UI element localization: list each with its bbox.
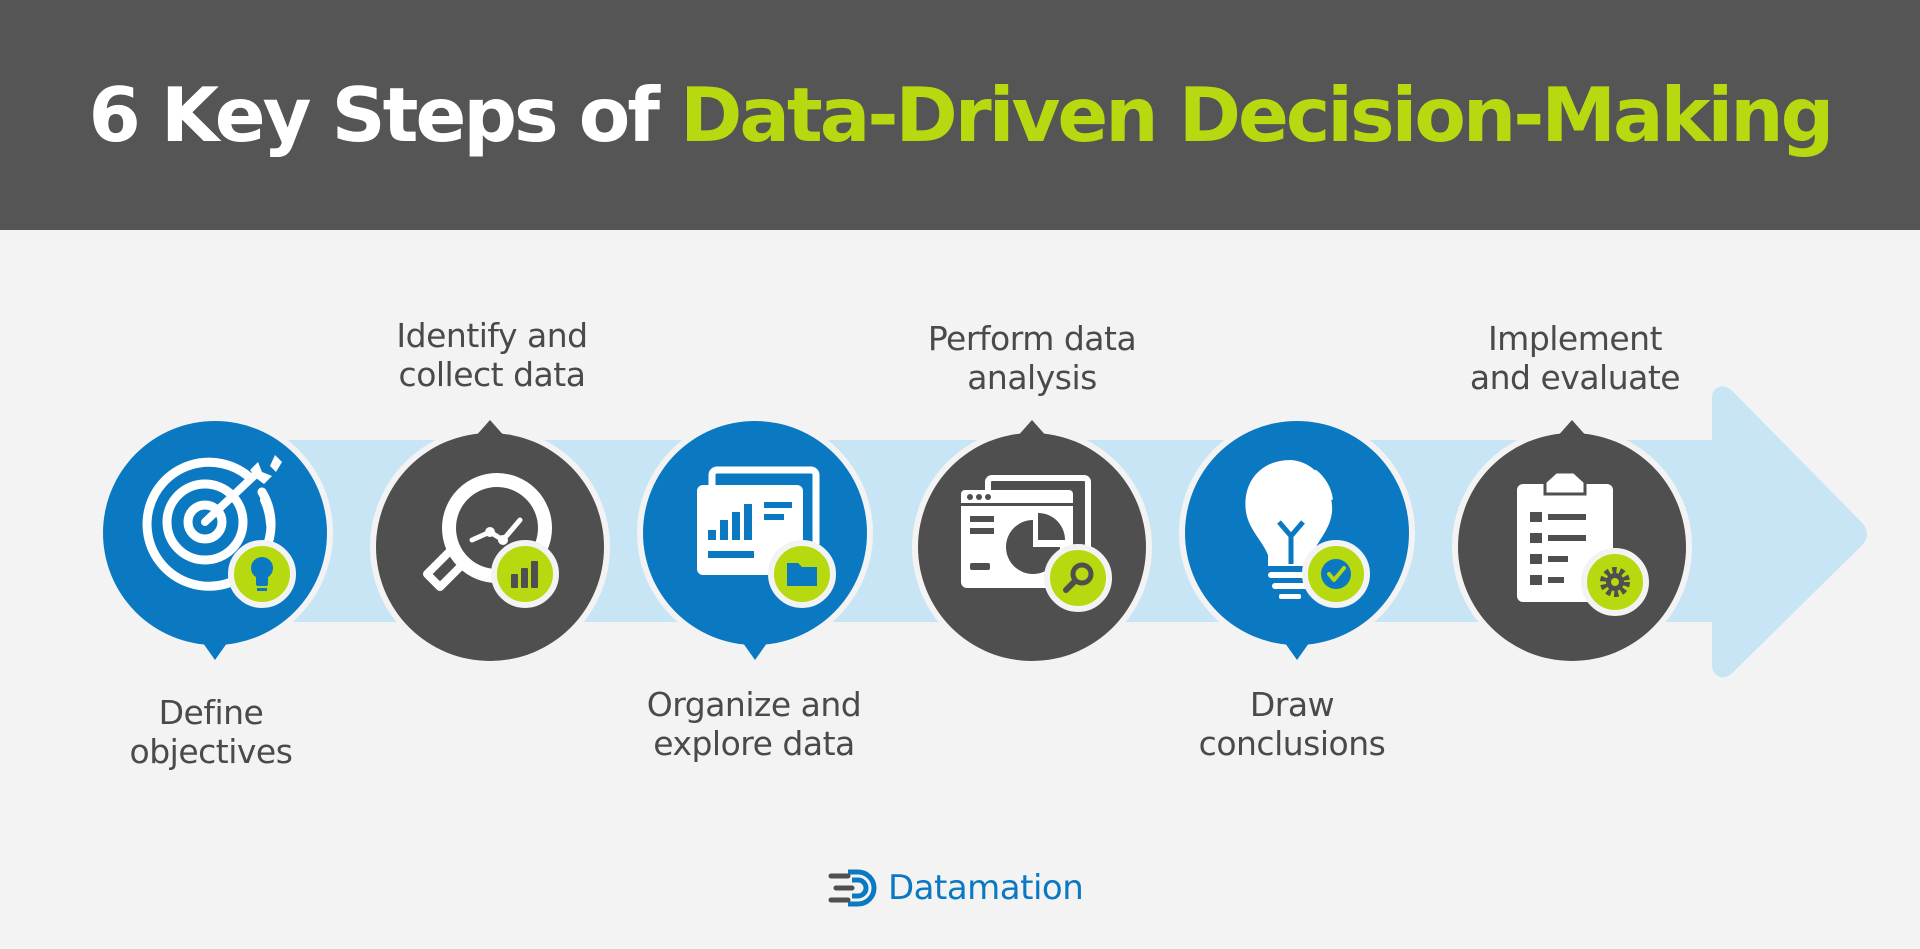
browser-pie-chart-icon xyxy=(961,475,1091,588)
title-part-white: 6 Key Steps of xyxy=(88,71,681,159)
check-badge-icon xyxy=(1302,540,1370,608)
step-3-label: Organize and explore data xyxy=(604,685,904,763)
lightbulb-icon xyxy=(1245,460,1333,599)
step-1-label-line2: objectives xyxy=(129,732,293,771)
datamation-logo: Datamation xyxy=(828,864,1084,912)
step-6-implement-evaluate xyxy=(1452,420,1692,667)
step-5-draw-conclusions xyxy=(1179,415,1415,660)
header-banner: 6 Key Steps of Data-Driven Decision-Maki… xyxy=(0,0,1920,230)
page-title: 6 Key Steps of Data-Driven Decision-Maki… xyxy=(0,68,1920,163)
step-2-label: Identify and collect data xyxy=(342,316,642,394)
step-3-label-line1: Organize and xyxy=(646,685,862,724)
step-6-label: Implement and evaluate xyxy=(1425,319,1725,397)
title-part-green: Data-Driven Decision-Making xyxy=(680,71,1834,159)
step-2-label-line2: collect data xyxy=(398,355,586,394)
bar-chart-badge-icon xyxy=(491,540,559,608)
step-1-define-objectives xyxy=(97,415,333,660)
step-5-label-line1: Draw xyxy=(1249,685,1335,724)
step-6-label-line2: and evaluate xyxy=(1469,358,1681,397)
step-2-identify-collect-data xyxy=(370,420,610,667)
step-2-label-line1: Identify and xyxy=(396,316,588,355)
search-badge-icon xyxy=(1044,544,1112,612)
step-1-label: Define objectives xyxy=(61,693,361,771)
step-5-label-line2: conclusions xyxy=(1198,724,1386,763)
step-4-label-line1: Perform data xyxy=(927,319,1137,358)
datamation-logo-text: Datamation xyxy=(888,868,1084,908)
step-6-label-line1: Implement xyxy=(1487,319,1663,358)
step-3-organize-explore-data xyxy=(637,415,873,660)
step-4-perform-data-analysis xyxy=(912,420,1152,667)
step-1-label-line1: Define xyxy=(158,693,264,732)
datamation-logo-icon xyxy=(828,869,877,907)
folder-badge-icon xyxy=(768,540,836,608)
step-5-label: Draw conclusions xyxy=(1142,685,1442,763)
lightbulb-badge-icon xyxy=(228,540,296,608)
step-4-label: Perform data analysis xyxy=(882,319,1182,397)
step-3-label-line2: explore data xyxy=(653,724,855,763)
step-4-label-line2: analysis xyxy=(967,358,1097,397)
gear-badge-icon xyxy=(1581,548,1649,616)
